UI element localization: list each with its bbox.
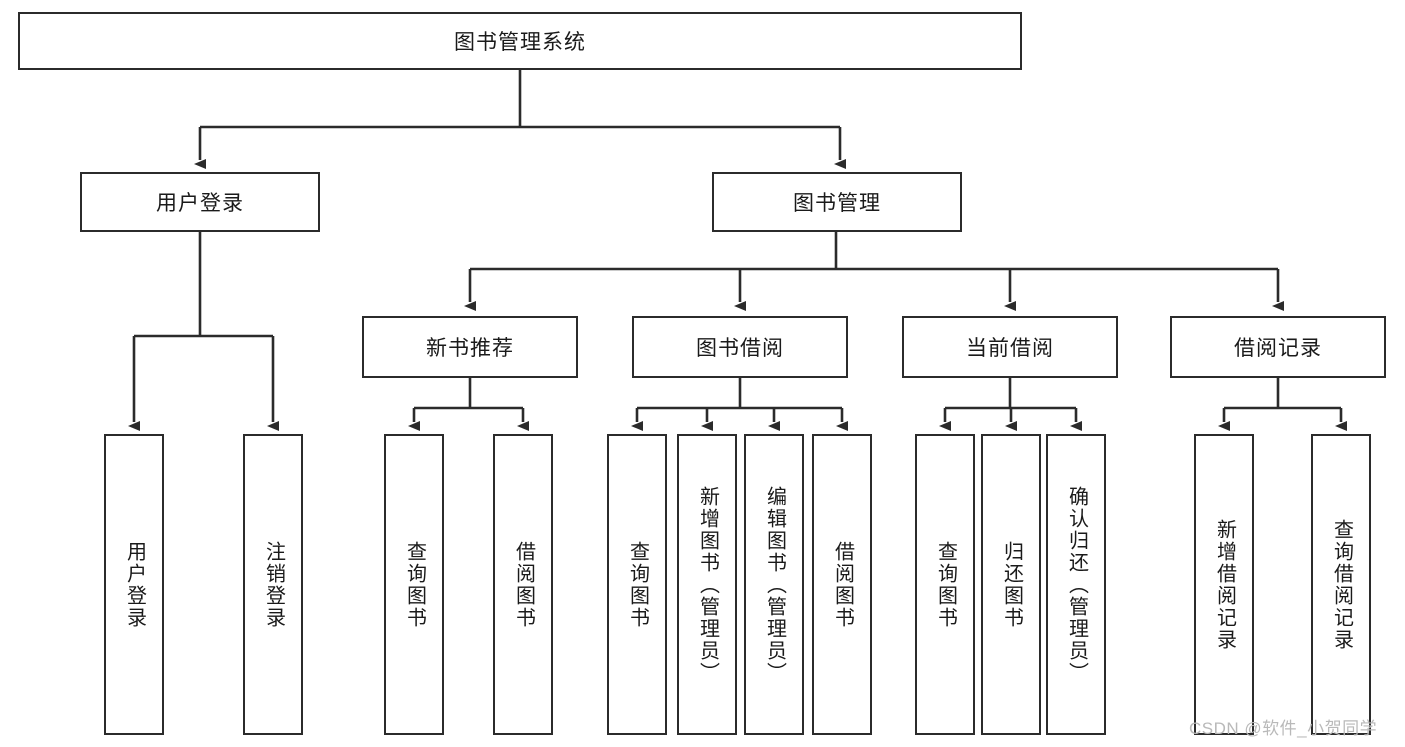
node-label: 查询图书 — [626, 540, 649, 629]
leaf-query-book-borrow[interactable]: 查询图书 — [607, 434, 667, 735]
node-borrow-record[interactable]: 借阅记录 — [1170, 316, 1386, 378]
node-new-book-recommend[interactable]: 新书推荐 — [362, 316, 578, 378]
node-label: 新增借阅记录 — [1213, 518, 1236, 651]
leaf-edit-book-admin[interactable]: 编辑图书（管理员） — [744, 434, 804, 735]
watermark: CSDN @软件_小贺同学 — [1189, 719, 1378, 738]
leaf-borrow-book-recommend[interactable]: 借阅图书 — [493, 434, 553, 735]
node-label: 确认归还（管理员） — [1065, 485, 1088, 684]
node-book-management[interactable]: 图书管理 — [712, 172, 962, 232]
node-label: 用户登录 — [123, 540, 146, 629]
node-label: 注销登录 — [262, 540, 285, 629]
node-user-login[interactable]: 用户登录 — [80, 172, 320, 232]
node-label: 新增图书（管理员） — [696, 485, 719, 684]
leaf-confirm-return-admin[interactable]: 确认归还（管理员） — [1046, 434, 1106, 735]
leaf-query-borrow-record[interactable]: 查询借阅记录 — [1311, 434, 1371, 735]
node-label: 新书推荐 — [426, 337, 514, 360]
node-book-borrow[interactable]: 图书借阅 — [632, 316, 848, 378]
node-label: 归还图书 — [1000, 540, 1023, 629]
leaf-logout[interactable]: 注销登录 — [243, 434, 303, 735]
node-label: 借阅图书 — [512, 540, 535, 629]
leaf-add-book-admin[interactable]: 新增图书（管理员） — [677, 434, 737, 735]
node-label: 编辑图书（管理员） — [763, 485, 786, 684]
node-label: 图书管理系统 — [454, 31, 586, 54]
node-label: 查询图书 — [934, 540, 957, 629]
leaf-query-book-current[interactable]: 查询图书 — [915, 434, 975, 735]
leaf-return-book[interactable]: 归还图书 — [981, 434, 1041, 735]
node-label: 借阅记录 — [1234, 337, 1322, 360]
node-label: 当前借阅 — [966, 337, 1054, 360]
node-current-borrow[interactable]: 当前借阅 — [902, 316, 1118, 378]
leaf-borrow-book[interactable]: 借阅图书 — [812, 434, 872, 735]
leaf-user-login[interactable]: 用户登录 — [104, 434, 164, 735]
node-label: 查询借阅记录 — [1330, 518, 1353, 651]
node-label: 借阅图书 — [831, 540, 854, 629]
node-label: 查询图书 — [403, 540, 426, 629]
node-label: 用户登录 — [156, 192, 244, 215]
leaf-query-book-recommend[interactable]: 查询图书 — [384, 434, 444, 735]
node-root[interactable]: 图书管理系统 — [18, 12, 1022, 70]
node-label: 图书管理 — [793, 192, 881, 215]
node-label: 图书借阅 — [696, 337, 784, 360]
leaf-add-borrow-record[interactable]: 新增借阅记录 — [1194, 434, 1254, 735]
